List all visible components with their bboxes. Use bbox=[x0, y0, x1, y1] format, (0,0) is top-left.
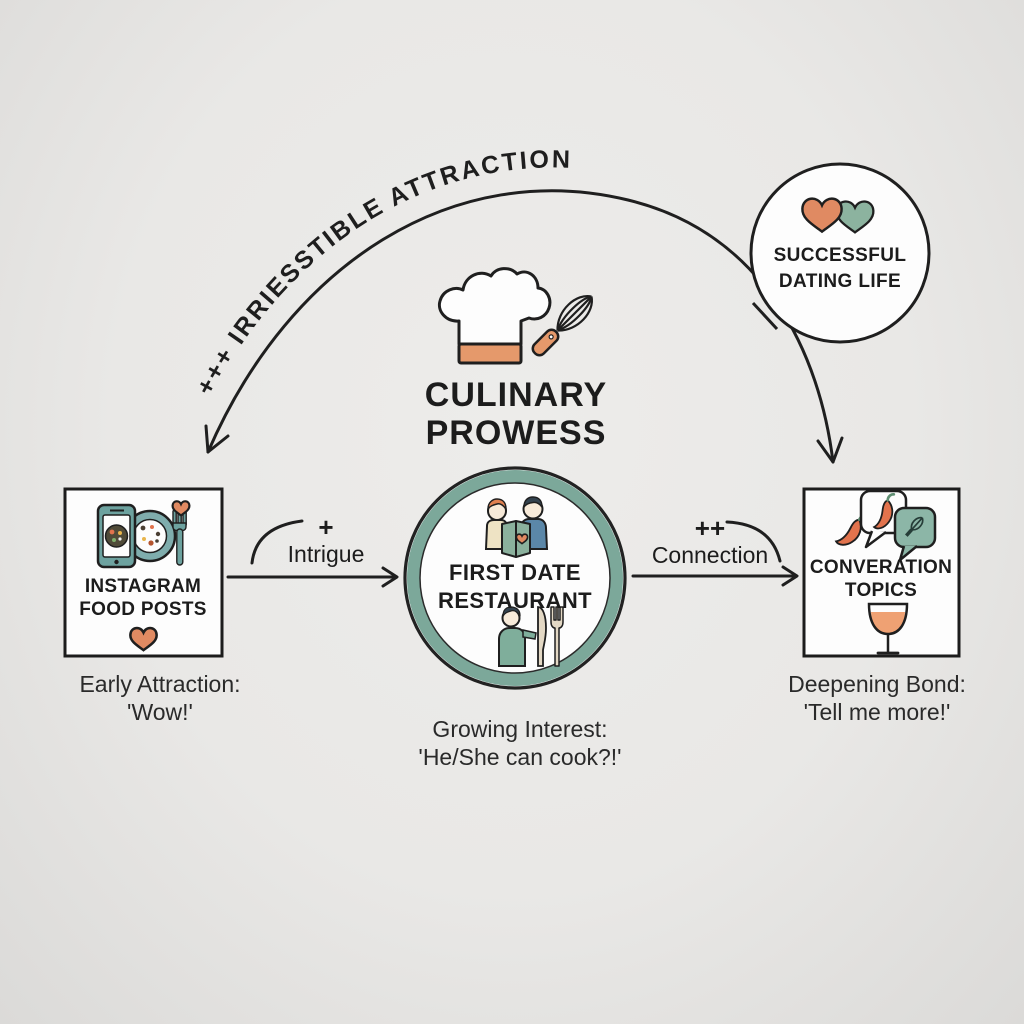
attraction-arc bbox=[204, 189, 844, 464]
circle-connector-line bbox=[751, 301, 779, 331]
outcome-circle bbox=[749, 162, 931, 344]
arrow-intrigue bbox=[226, 519, 399, 588]
restaurant-caption: Growing Interest: 'He/She can cook?!' bbox=[418, 715, 621, 771]
whisk-icon bbox=[531, 295, 593, 357]
instagram-node-title: INSTAGRAM FOOD POSTS bbox=[79, 575, 207, 621]
conversation-node-title: CONVERATION TOPICS bbox=[810, 556, 952, 602]
restaurant-caption-line1: Growing Interest: bbox=[432, 716, 608, 742]
restaurant-title-line2: RESTAURANT bbox=[438, 588, 592, 613]
wine-glass-icon bbox=[867, 602, 909, 655]
conversation-title-line2: TOPICS bbox=[844, 580, 918, 601]
instagram-caption: Early Attraction: 'Wow!' bbox=[79, 670, 240, 726]
edge-label-intrigue: + Intrigue bbox=[288, 514, 365, 568]
waiter-with-cutlery-icon bbox=[498, 606, 564, 667]
arc-arrowhead-right bbox=[816, 436, 844, 464]
instagram-caption-line2: 'Wow!' bbox=[127, 699, 193, 725]
conversation-caption: Deepening Bond: 'Tell me more!' bbox=[788, 670, 966, 726]
plate-icon bbox=[123, 509, 177, 563]
couple-reading-menu-icon bbox=[484, 496, 549, 558]
restaurant-title-line1: FIRST DATE bbox=[449, 560, 581, 585]
chef-hat-icon bbox=[437, 267, 552, 365]
restaurant-node-title: FIRST DATE RESTAURANT bbox=[438, 559, 592, 615]
connection-plus: ++ bbox=[694, 513, 726, 543]
phone-food-photo-icon bbox=[96, 503, 137, 569]
main-title-line1: CULINARY bbox=[424, 376, 608, 414]
restaurant-caption-line2: 'He/She can cook?!' bbox=[418, 744, 622, 770]
edge-label-connection: ++ Connection bbox=[652, 515, 768, 569]
main-title: CULINARY PROWESS bbox=[425, 376, 607, 452]
arc-arrowhead-left bbox=[204, 424, 230, 454]
restaurant-node-circle bbox=[403, 466, 627, 690]
arrow-connection bbox=[631, 520, 799, 587]
conversation-title-line1: CONVERATION bbox=[809, 557, 953, 578]
outcome-label-line1: SUCCESSFUL bbox=[773, 245, 907, 266]
outcome-circle-label: SUCCESSFUL DATING LIFE bbox=[774, 243, 907, 295]
conversation-caption-line1: Deepening Bond: bbox=[788, 671, 966, 697]
outcome-label-line2: DATING LIFE bbox=[778, 271, 902, 292]
conversation-caption-line2: 'Tell me more!' bbox=[803, 699, 951, 725]
instagram-title-line1: INSTAGRAM bbox=[84, 576, 202, 597]
fork-icon bbox=[172, 509, 187, 566]
instagram-title-line2: FOOD POSTS bbox=[79, 599, 207, 620]
connection-word: Connection bbox=[651, 542, 769, 568]
whisk-speech-bubble-icon bbox=[893, 506, 937, 562]
instagram-caption-line1: Early Attraction: bbox=[79, 671, 241, 697]
main-title-line2: PROWESS bbox=[425, 414, 607, 452]
intrigue-plus: + bbox=[318, 512, 334, 542]
intrigue-word: Intrigue bbox=[287, 541, 365, 567]
